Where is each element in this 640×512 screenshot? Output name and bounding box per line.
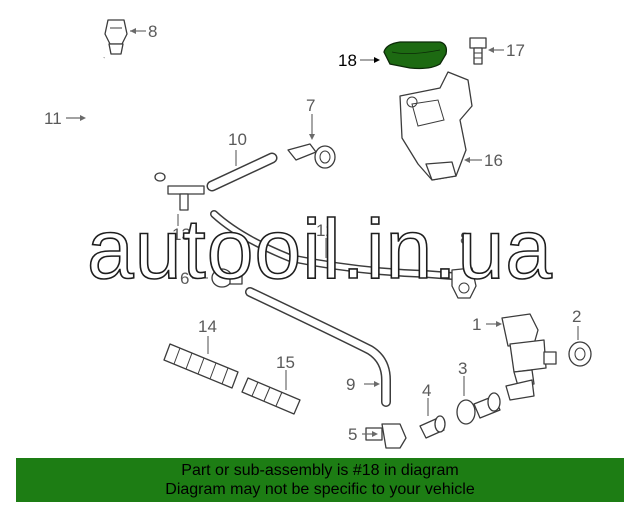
part-9-hose[interactable] (245, 287, 391, 407)
part-2-grommet[interactable] (568, 341, 592, 367)
arrow-17 (488, 47, 494, 53)
callout-8: 8 (148, 22, 157, 41)
part-11-hose[interactable] (86, 56, 166, 182)
info-banner: Part or sub-assembly is #18 in diagram D… (16, 458, 624, 502)
callout-2: 2 (572, 307, 581, 326)
part-18-cover-highlighted[interactable] (383, 41, 448, 70)
callout-18: 18 (338, 51, 357, 70)
callout-15: 15 (276, 353, 295, 372)
arrow-9 (374, 381, 380, 387)
callout-6: 6 (180, 269, 189, 288)
part-6-connector[interactable] (211, 268, 243, 288)
part-1-pump[interactable] (501, 313, 557, 401)
part-8-nozzle[interactable] (104, 19, 128, 55)
arrow-7 (309, 134, 315, 140)
part-8b-nozzle[interactable] (451, 267, 477, 299)
arrow-16 (464, 157, 470, 163)
arrow-1 (496, 321, 502, 327)
arrow-5 (372, 431, 378, 437)
arrow-18 (374, 57, 380, 63)
part-17-bolt[interactable] (469, 37, 487, 65)
callout-4: 4 (422, 381, 431, 400)
part-13-tee[interactable] (167, 185, 205, 211)
watermark-text: autooil.in.ua (87, 202, 553, 296)
part-4-grommet[interactable] (419, 415, 446, 439)
callout-11: 11 (44, 109, 62, 128)
callout-7: 7 (306, 96, 315, 115)
part-15-sleeve[interactable] (241, 377, 301, 415)
callout-16: 16 (484, 151, 503, 170)
part-10-hose[interactable] (206, 152, 278, 192)
callout-14: 14 (198, 317, 217, 336)
part-3-seal[interactable] (456, 392, 501, 425)
part-7-elbow[interactable] (287, 143, 336, 169)
callout-12: 12 (316, 221, 335, 240)
banner-line-1: Part or sub-assembly is #18 in diagram (181, 462, 459, 479)
callout-3: 3 (458, 359, 467, 378)
parts-diagram: 8 11 10 7 13 12 8 (44, 19, 592, 449)
part-16-bracket[interactable] (399, 71, 473, 181)
arrow-8 (130, 28, 136, 34)
callout-9: 9 (346, 375, 355, 394)
part-12-hose[interactable] (210, 210, 456, 280)
part-14-sleeve[interactable] (163, 343, 239, 389)
callout-10: 10 (228, 130, 247, 149)
callout-8b: 8 (460, 229, 469, 248)
callout-1: 1 (472, 315, 481, 334)
callout-17: 17 (506, 41, 525, 60)
callout-13: 13 (172, 225, 191, 244)
callout-5: 5 (348, 425, 357, 444)
arrow-11 (80, 115, 86, 121)
banner-line-2: Diagram may not be specific to your vehi… (165, 481, 475, 498)
